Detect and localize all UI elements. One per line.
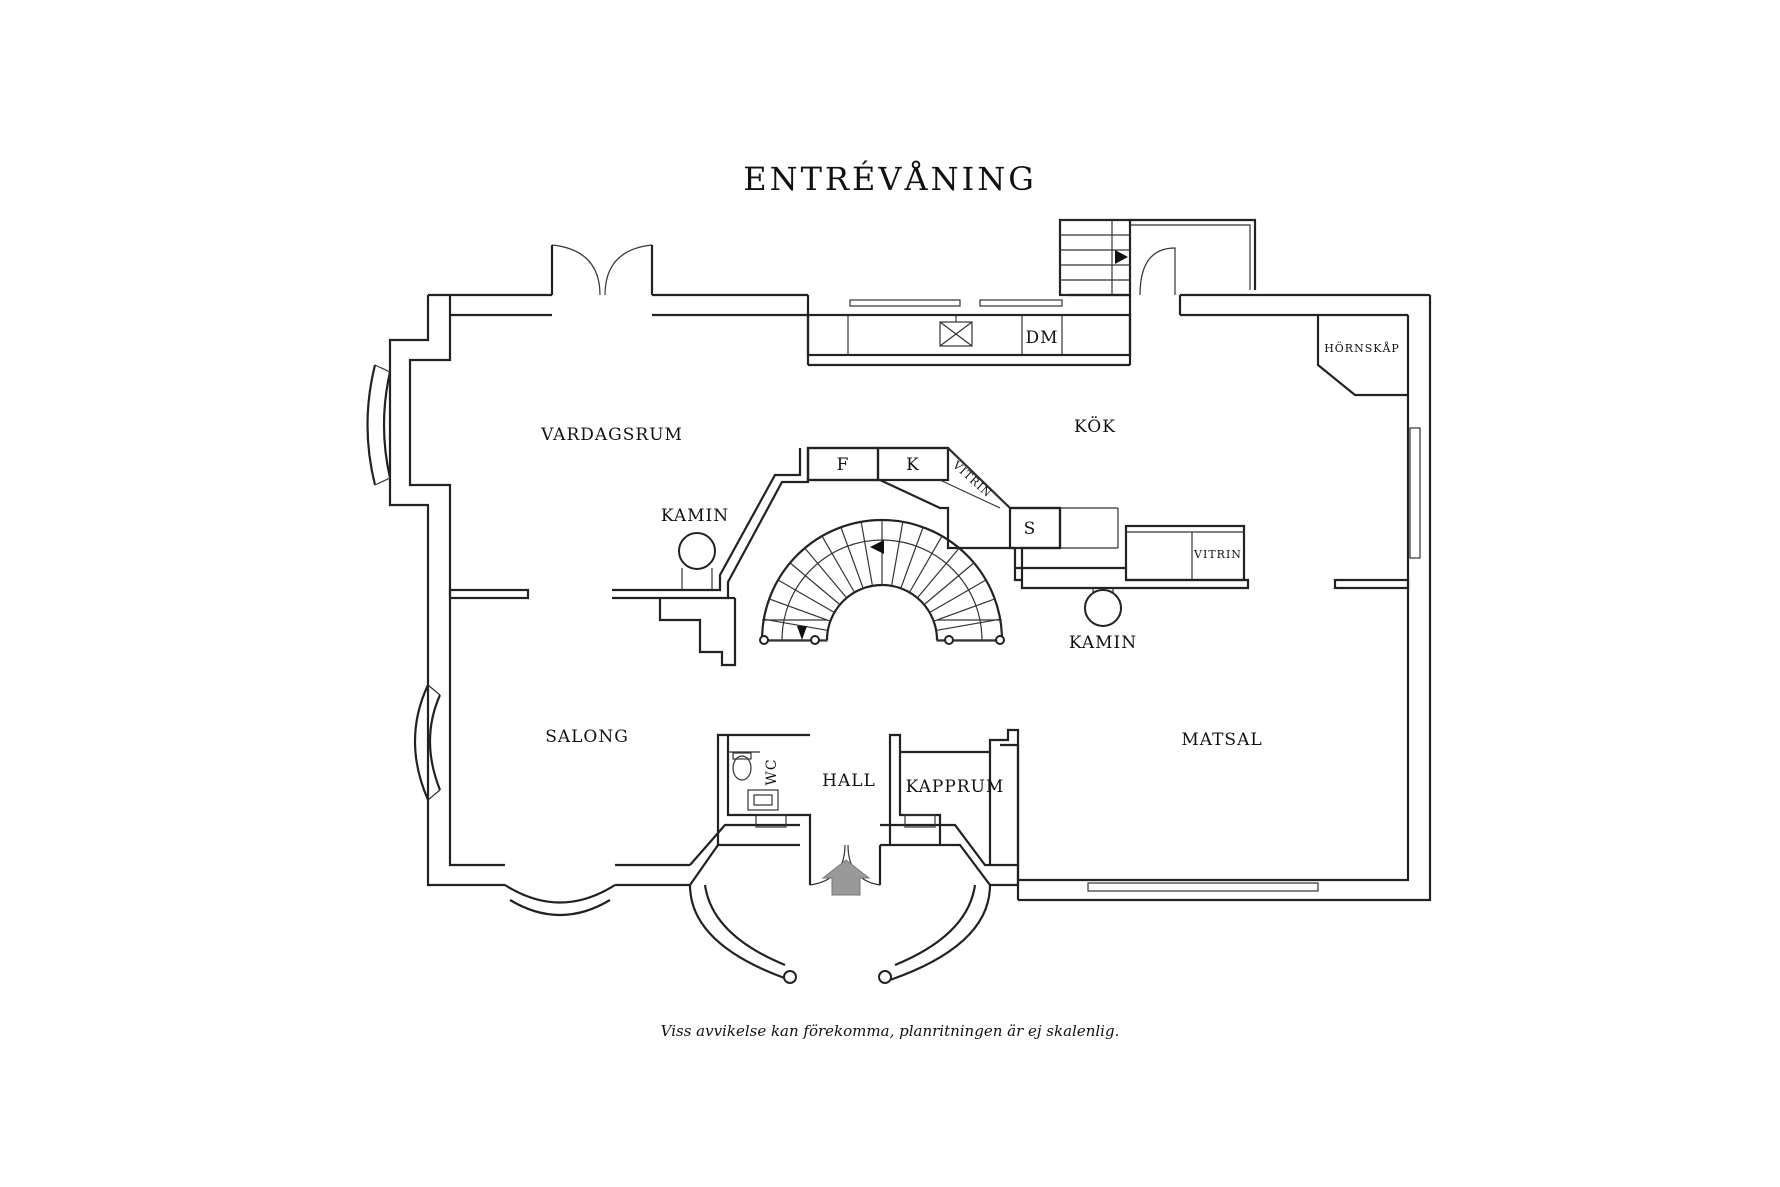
bay-window-bottom (504, 884, 616, 916)
svg-text:HÖRNSKÅP: HÖRNSKÅP (1324, 341, 1400, 355)
dishwasher-label: DM (1025, 328, 1058, 348)
svg-text:S: S (1024, 519, 1037, 539)
room-matsal: MATSAL (1181, 730, 1262, 750)
bay-window-salong (413, 684, 442, 801)
entrance-arrow-icon (821, 859, 871, 896)
room-kapprum: KAPPRUM (906, 777, 1005, 797)
exterior-stairs-top (1058, 218, 1257, 297)
stair-direction-arrow-icon (797, 626, 807, 640)
fireplace-icon (678, 532, 716, 570)
spiral-staircase (759, 518, 1005, 645)
bay-window-vardagsrum (366, 364, 392, 486)
disclaimer-note: Viss avvikelse kan förekomma, planritnin… (661, 1022, 1120, 1040)
room-vardagsrum: VARDAGSRUM (540, 425, 683, 445)
room-hall: HALL (822, 771, 876, 791)
outer-walls (388, 293, 1432, 902)
room-labels: VARDAGSRUM KÖK SALONG MATSAL HALL KAPPRU… (540, 416, 1262, 797)
room-kok: KÖK (1074, 416, 1116, 437)
right-window (1409, 427, 1421, 559)
bottom-window (1087, 882, 1319, 892)
entrance-door[interactable] (808, 844, 882, 896)
vitrin-cabinet: VITRIN (1124, 524, 1246, 582)
svg-text:VITRIN: VITRIN (1193, 548, 1242, 561)
wc-fixtures: WC (732, 752, 936, 828)
hornskap: HÖRNSKÅP (1316, 315, 1408, 397)
stair-direction-arrow-icon (870, 540, 884, 554)
stair-direction-arrow-icon (1115, 250, 1128, 264)
plan-title: ENTRÉVÅNING (743, 160, 1037, 198)
svg-text:K: K (906, 455, 920, 475)
svg-text:F: F (837, 455, 850, 475)
svg-text:KAMIN: KAMIN (1069, 633, 1137, 653)
top-windows (849, 299, 1063, 307)
sink-icon (747, 789, 779, 811)
toilet-icon (732, 755, 752, 781)
svg-text:WC: WC (764, 758, 780, 785)
front-walkways (688, 884, 992, 984)
room-salong: SALONG (545, 727, 629, 747)
double-door-top-left[interactable] (550, 244, 654, 296)
fireplace-right: KAMIN (1069, 588, 1137, 653)
fireplace-left: KAMIN (661, 506, 729, 590)
fireplace-icon (1084, 589, 1122, 627)
svg-text:VITRIN: VITRIN (949, 458, 994, 500)
svg-text:KAMIN: KAMIN (661, 506, 729, 526)
kitchen-counter-top: DM (806, 313, 1132, 357)
